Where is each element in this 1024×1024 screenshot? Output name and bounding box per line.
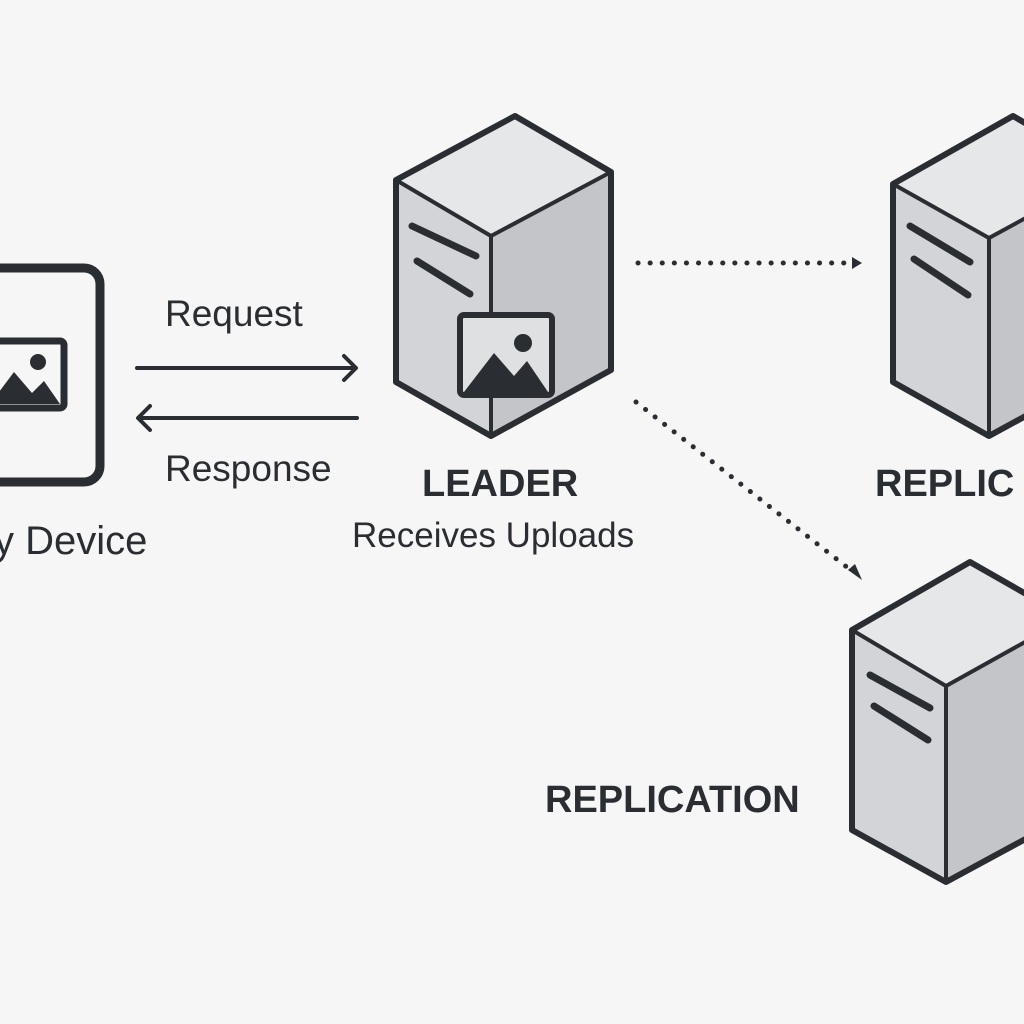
request-arrow: [135, 354, 358, 382]
image-icon: [457, 312, 555, 398]
replica-label-top: REPLIC: [875, 463, 1015, 505]
replica-server-icon-bottom: [849, 559, 1024, 885]
image-icon: [0, 337, 68, 412]
request-label: Request: [165, 293, 303, 334]
leader-title: LEADER: [422, 463, 579, 505]
replica-label-bottom: REPLICATION: [545, 779, 800, 821]
replica-server-icon-top: [890, 113, 1024, 439]
leader-server-icon: [393, 113, 614, 439]
response-label: Response: [165, 448, 332, 489]
replication-arrow-top: [635, 257, 862, 269]
response-arrow: [136, 404, 359, 432]
leader-subtitle: Receives Uploads: [352, 516, 635, 555]
replication-arrow-bottom: [633, 399, 862, 580]
device-label: y Device: [0, 519, 148, 563]
device-icon: [0, 263, 105, 487]
